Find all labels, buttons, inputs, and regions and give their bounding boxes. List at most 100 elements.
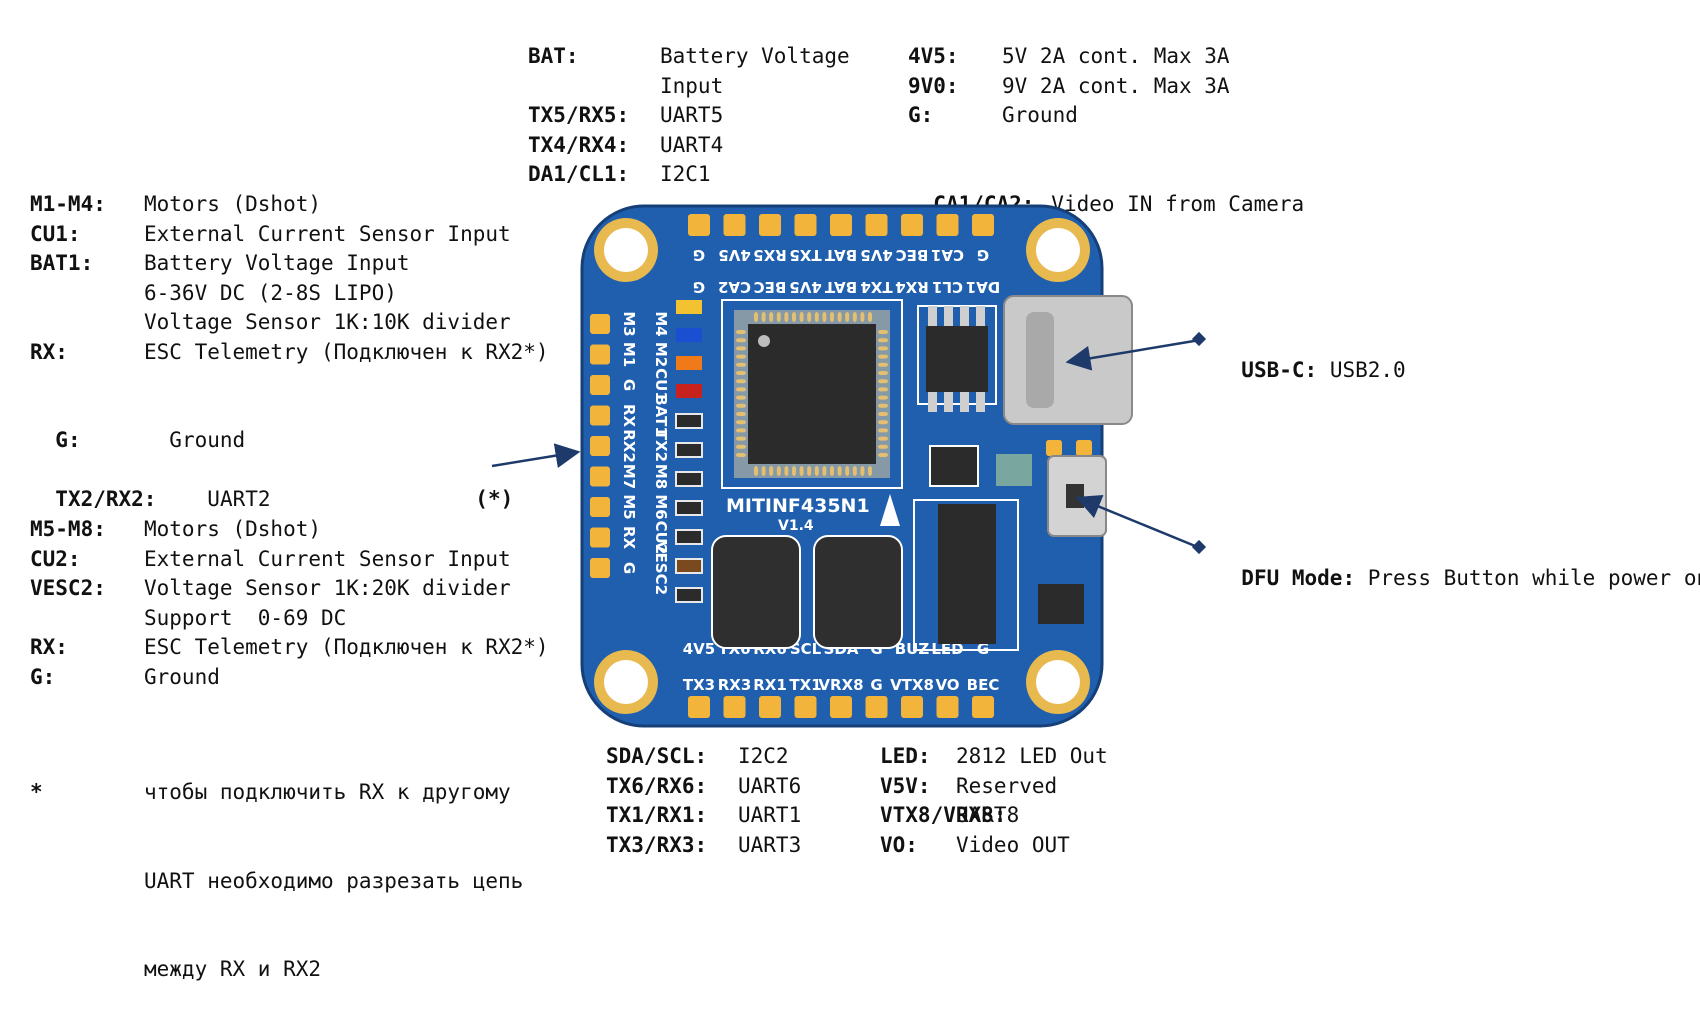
bottom-right-value: UART8 — [956, 803, 1020, 827]
solder-pad — [723, 696, 746, 718]
mcu-chip — [748, 324, 876, 464]
usb-arrow-tail-icon — [1191, 331, 1207, 347]
pin-label: M7 — [620, 464, 638, 489]
bottom-right-key: V5V: — [880, 773, 931, 798]
left-group2-row: Support 0-69 DC — [30, 604, 549, 634]
pin-label: TX1 — [789, 676, 821, 694]
left-group1-value: Battery Voltage Input — [144, 251, 410, 275]
bottom-left-value: I2C2 — [738, 744, 789, 768]
usb-legend: USB-C: USB2.0 — [1216, 326, 1405, 385]
resistor — [675, 587, 703, 603]
bottom-left-row: SDA/SCL: I2C2 — [606, 742, 801, 772]
top-left-key: TX5/RX5: — [528, 103, 630, 127]
pin-label: BAT1 — [652, 394, 670, 437]
bottom-left-key: SDA/SCL: — [606, 744, 708, 768]
solder-pad — [972, 214, 994, 236]
left-group2-row: G:Ground — [30, 663, 549, 693]
uart2-note: (*) — [475, 486, 514, 511]
pin-label: M5 — [620, 494, 638, 519]
left-group1-key: CU1: — [30, 221, 81, 246]
top-right-value: 9V 2A cont. Max 3A — [1002, 73, 1230, 98]
pin-label: CU2 — [652, 521, 670, 555]
top-right-row: G:Ground — [908, 101, 1230, 131]
solder-pad — [865, 696, 888, 718]
pin-label: CA1 — [931, 246, 964, 264]
footnote-line-1: чтобы подключить RX к другому — [144, 780, 511, 804]
solder-pad — [590, 405, 610, 426]
left-group1-value: Motors (Dshot) — [144, 192, 322, 216]
top-left-key: DA1/CL1: — [528, 162, 630, 186]
left-group2-value: Voltage Sensor 1K:20K divider — [144, 576, 511, 600]
pin-label: 4V5 — [683, 640, 715, 658]
dfu-key: DFU Mode: — [1241, 565, 1356, 590]
camera-legend: CA1/CA2:Video IN from Camera — [908, 160, 1304, 219]
bottom-left-value: UART1 — [738, 803, 802, 827]
solder-pad — [865, 214, 888, 236]
left-group2-row: M5-M8:Motors (Dshot) — [30, 515, 549, 545]
pin-label: BAT — [824, 278, 857, 296]
dfu-button-cap — [1066, 484, 1084, 508]
pin-label: CL1 — [932, 278, 963, 296]
left-group2-key: G: — [30, 664, 56, 689]
left-legend-group1: M1-M4:Motors (Dshot)CU1:External Current… — [30, 190, 549, 367]
pin-label: VO — [935, 676, 959, 694]
left-ground-legend: G:Ground — [30, 396, 245, 455]
left-ground-value: Ground — [169, 427, 246, 452]
solder-pad — [901, 696, 923, 718]
pin-labels: GCA1BEC4V5BATTX5RX54V5GDA1CL1RX4TX4BAT4V… — [620, 246, 1000, 694]
mcu-outline — [721, 299, 903, 489]
crystal-chip — [929, 445, 979, 487]
solder-pad — [759, 696, 781, 718]
pin-label: G — [977, 246, 989, 264]
pin-label: SCL — [790, 640, 822, 658]
top-left-value: I2C1 — [660, 162, 711, 186]
pin-label: CU1 — [652, 368, 670, 402]
left-group1-row: 6-36V DC (2-8S LIPO) — [30, 279, 549, 309]
top-left-row: TX5/RX5: UART5 — [528, 101, 850, 131]
top-left-row: Input — [528, 72, 850, 102]
bottom-right-row: VTX8/VRX8:UART8 — [880, 801, 1108, 831]
resistor — [675, 529, 703, 545]
bottom-right-value: Video OUT — [956, 832, 1070, 857]
top-left-key: BAT: — [528, 44, 579, 68]
left-group2-row: RX:ESC Telemetry (Подключен к RX2*) — [30, 633, 549, 663]
pin-label: 4V5 — [718, 246, 750, 264]
pin-label: BUZ — [895, 640, 930, 658]
solder-pad — [688, 214, 710, 236]
solder-pad — [590, 344, 610, 365]
pin-label: TX5 — [789, 246, 821, 264]
solder-pad — [830, 214, 852, 236]
soic-pins — [928, 306, 985, 412]
solder-pad — [688, 696, 710, 718]
mounting-holes — [594, 218, 1090, 714]
top-right-value: Ground — [1002, 103, 1078, 127]
bottom-left-value: UART3 — [738, 832, 802, 857]
solder-pad — [723, 214, 746, 236]
soic-body — [926, 326, 988, 392]
pin-label: M2 — [652, 342, 670, 367]
left-group2-value: ESC Telemetry (Подключен к RX2*) — [144, 635, 549, 659]
pin-label: BEC — [896, 246, 929, 264]
baro-sensor — [996, 454, 1032, 486]
left-group2-row: CU2:External Current Sensor Input — [30, 545, 549, 575]
dfu-arrow-tail-icon — [1191, 539, 1207, 555]
solder-pad — [794, 214, 817, 236]
bottom-left-row: TX1/RX1:UART1 — [606, 801, 801, 831]
solder-pad — [901, 214, 923, 236]
left-group2-value: External Current Sensor Input — [144, 546, 511, 571]
top-right-key: 4V5: — [908, 44, 959, 68]
pin-label: RX5 — [753, 246, 787, 264]
solder-pad — [590, 375, 610, 395]
inductor-1 — [711, 535, 801, 649]
mcu-pin1-dot — [758, 335, 770, 347]
footnote-line-2: UART необходимо разрезать цепь — [144, 868, 524, 893]
top-right-key: 9V0: — [908, 73, 959, 98]
pin-label: RX3 — [718, 676, 752, 694]
bottom-left-value: UART6 — [738, 773, 802, 798]
pin-label: RX4 — [895, 278, 929, 296]
pin-label: 4V5 — [860, 246, 892, 264]
top-left-value: UART5 — [660, 103, 724, 127]
solder-pad — [972, 696, 994, 718]
left-group2-key: VESC2: — [30, 576, 106, 600]
